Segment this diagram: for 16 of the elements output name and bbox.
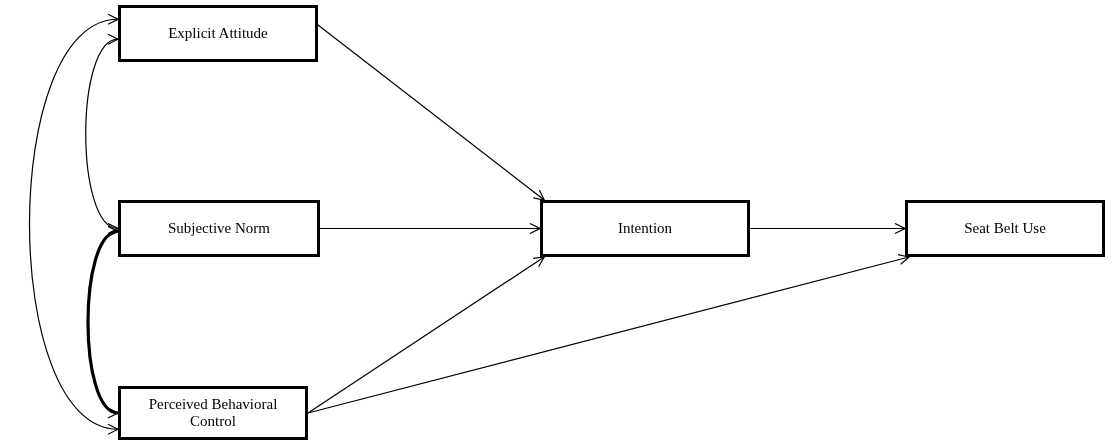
construct-label: Subjective Norm [167,219,271,238]
construct-box [118,386,308,440]
arrow [28,16,119,432]
arrow [319,222,541,235]
construct-label: Perceived Behavioral Control [147,395,279,431]
arrow [317,24,545,201]
arrow [749,222,906,235]
arrow [307,254,910,414]
construct-label: Explicit Attitude [168,24,268,43]
arrow [307,256,545,414]
construct-box [118,200,320,257]
construct-box [905,200,1105,257]
construct-label: Intention [617,219,673,238]
construct-label: Seat Belt Use [964,219,1046,238]
construct-box [540,200,750,257]
construct-box [118,5,318,62]
